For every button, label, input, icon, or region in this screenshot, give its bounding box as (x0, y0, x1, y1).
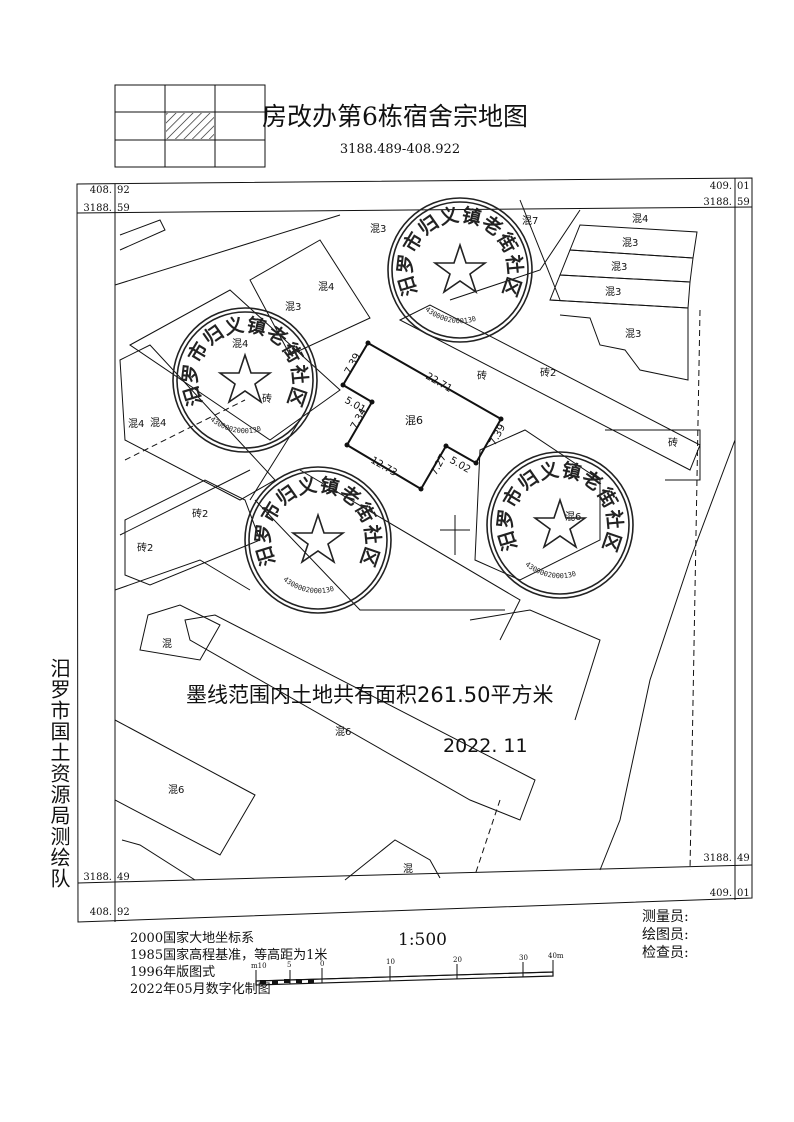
building-label: 砖 (262, 392, 272, 405)
checker-signature-label: 检查员: (642, 945, 689, 961)
building-label: 混4 (128, 418, 144, 430)
official-stamp: 汨罗市归义镇老街社区居民委员会 4300002000130 (0, 0, 533, 343)
building-label: 混3 (605, 286, 621, 298)
coord-label: 01 (737, 888, 750, 899)
building-label: 混 (162, 638, 172, 650)
coordinate-system-note: 2000国家大地坐标系 (130, 931, 255, 946)
building-label: 混 (403, 863, 413, 875)
coord-label: 59 (117, 203, 130, 214)
building-label: 混6 (565, 511, 581, 523)
drafter-signature-label: 绘图员: (642, 927, 689, 943)
coord-label: 409. (710, 888, 732, 899)
coord-label: 408. (90, 907, 112, 918)
digitization-date-note: 2022年05月数字化制图 (130, 982, 271, 997)
coord-label: 3188. (83, 872, 112, 883)
edge-length: 7.39 (488, 423, 508, 448)
frame-line-top (76, 206, 753, 214)
svg-text:汨罗市归义镇老街社区居民委员会: 汨罗市归义镇老街社区居民委员会 (0, 0, 312, 410)
coord-label: 3188. (83, 203, 112, 214)
svg-text:4300002000130: 4300002000130 (209, 415, 262, 435)
scale-tick-label: 40m (548, 952, 564, 960)
index-grid (114, 84, 266, 168)
coord-label: 49 (737, 853, 750, 864)
current-sheet-hatch (166, 113, 214, 139)
building-label: 混6 (335, 726, 351, 738)
map-scale: 1:500 (398, 930, 447, 950)
building-label: 混4 (318, 281, 334, 293)
elevation-datum-note: 1985国家高程基准，等高距为1米 (130, 948, 328, 963)
edge-length: 12.73 (369, 455, 399, 479)
frame-line-bottom (77, 864, 753, 884)
coord-label: 59 (737, 197, 750, 208)
building-label: 砖 (477, 369, 487, 382)
building-label: 砖2 (137, 541, 153, 554)
building-label: 混4 (150, 417, 166, 429)
scale-tick-label: 20 (453, 956, 462, 964)
official-stamp: 汨罗市归义镇老街社区居民委员会 4300002000130 (0, 0, 392, 614)
survey-date: 2022. 11 (443, 735, 528, 757)
official-stamp: 汨罗市归义镇老街社区居民委员会 4300002000130 (0, 0, 318, 453)
building-label: 砖2 (540, 366, 556, 379)
surveyor-organization: 汨罗市国土资源局测绘队 (47, 658, 71, 889)
coord-label: 92 (117, 907, 130, 918)
scale-tick-label: 10 (386, 958, 395, 966)
scale-tick-label: 30 (519, 954, 528, 962)
building-label: 混3 (611, 261, 627, 273)
coord-label: 92 (117, 185, 130, 196)
coord-label: 409. (710, 181, 732, 192)
scale-tick-label: 0 (320, 960, 324, 968)
building-label: 混4 (632, 213, 648, 225)
coord-label: 408. (90, 185, 112, 196)
official-stamp: 汨罗市归义镇老街社区居民委员会 4300002000130 (0, 0, 634, 599)
edge-length: 7.27 (429, 453, 449, 478)
building-label: 混7 (522, 215, 538, 227)
scale-tick-label: m10 (251, 962, 267, 970)
building-label: 混4 (232, 338, 248, 350)
building-label: 混3 (285, 301, 301, 313)
edge-length: 22.71 (424, 371, 454, 395)
outer-frame (76, 177, 753, 923)
svg-text:4300002000130: 4300002000130 (282, 575, 335, 595)
symbology-note: 1996年版图式 (130, 965, 216, 980)
surveyor-signature-label: 测量员: (642, 909, 689, 925)
building-label: 砖 (668, 436, 678, 449)
map-number: 3188.489-408.922 (340, 142, 460, 157)
edge-length: 7.39 (343, 352, 363, 377)
scale-bar: m10 5 0 10 20 30 40m (251, 952, 564, 986)
building-label: 砖2 (192, 507, 208, 520)
building-label: 混3 (625, 328, 641, 340)
parcel-label: 混6 (405, 414, 423, 427)
area-statement: 墨线范围内土地共有面积261.50平方米 (186, 683, 553, 707)
building-label: 混3 (622, 237, 638, 249)
scale-tick-label: 5 (287, 961, 291, 969)
coord-label: 3188. (703, 853, 732, 864)
surrounding-buildings (114, 199, 736, 881)
building-label: 混6 (168, 784, 184, 796)
coord-label: 01 (737, 181, 750, 192)
svg-text:4300002000130: 4300002000130 (524, 560, 577, 580)
building-label: 混3 (370, 223, 386, 235)
coord-label: 3188. (703, 197, 732, 208)
coord-label: 49 (117, 872, 130, 883)
map-title: 房改办第6栋宿舍宗地图 (262, 102, 528, 131)
